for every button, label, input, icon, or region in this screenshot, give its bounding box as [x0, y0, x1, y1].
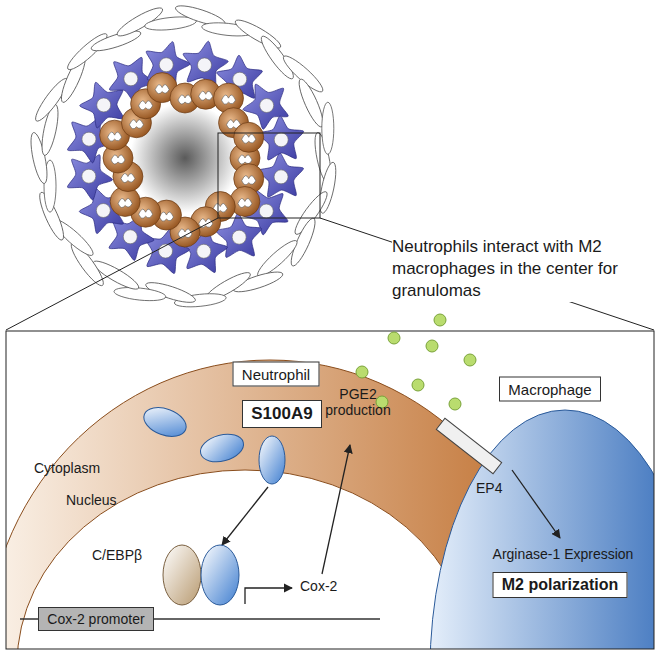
- box-text: S100A9: [251, 404, 313, 424]
- ep4-receptor: [436, 418, 501, 473]
- translocation-arrow: [222, 487, 268, 545]
- signal-arrow: [512, 470, 560, 538]
- zoom-frame: [218, 133, 320, 218]
- cebpb-protein: [163, 545, 201, 605]
- annotation: Arginase-1 Expression: [488, 546, 638, 562]
- box-text: Cox-2 promoter: [47, 611, 145, 627]
- zoom-line: [320, 218, 654, 330]
- annotation: EP4: [476, 480, 502, 496]
- transcription-arrow: [245, 588, 292, 604]
- zoom-panel: [6, 331, 654, 649]
- zoom-line: [6, 218, 218, 330]
- label-box: Cox-2 promoter: [38, 607, 154, 631]
- box-text: M2 polarization: [502, 576, 619, 594]
- label-box: Macrophage: [499, 377, 601, 402]
- annotation: Cytoplasm: [34, 460, 100, 476]
- annotation: PGE2 production: [318, 386, 398, 418]
- annotation: Neutrophils interact with M2 macrophages…: [392, 236, 642, 302]
- box-text: Macrophage: [508, 381, 592, 398]
- annotation: Nucleus: [66, 492, 117, 508]
- s100a9-protein: [201, 545, 239, 605]
- synthesis-arrow: [322, 445, 350, 574]
- granuloma: [28, 2, 339, 309]
- annotation: Cox-2: [300, 578, 337, 594]
- nucleus: [17, 470, 473, 649]
- label-box: S100A9: [242, 400, 322, 428]
- label-box: M2 polarization: [493, 572, 628, 598]
- annotation: C/EBPβ: [92, 547, 142, 563]
- macrophage-cell: [430, 410, 654, 649]
- box-text: Neutrophil: [242, 366, 311, 383]
- label-box: Neutrophil: [233, 362, 320, 387]
